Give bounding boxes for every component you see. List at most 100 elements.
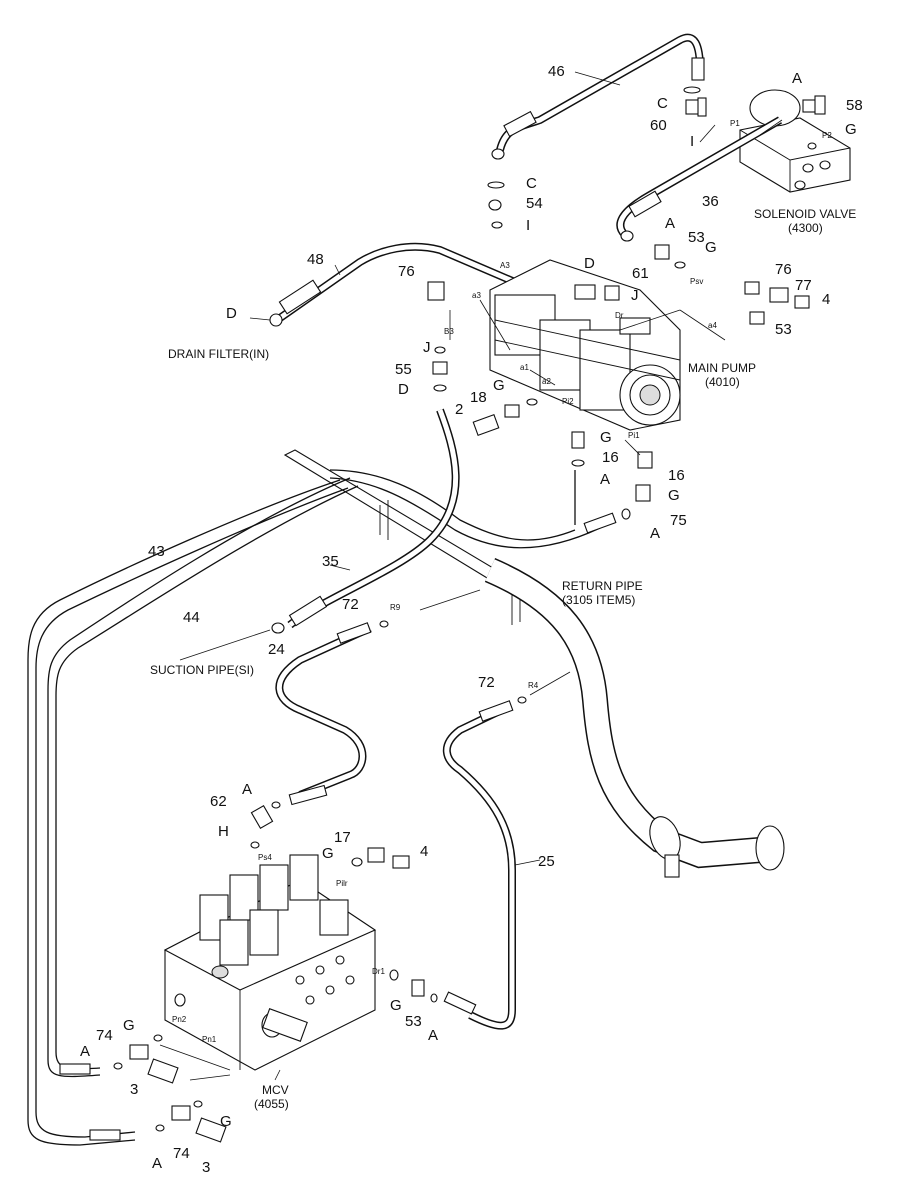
callout-18: 18 — [470, 389, 487, 406]
callout-a: A — [665, 215, 675, 232]
hose-46 — [491, 33, 705, 160]
callout-i: I — [690, 133, 694, 150]
callout-d: D — [226, 305, 237, 322]
callout-35: 35 — [322, 553, 339, 570]
callout-g: G — [390, 997, 402, 1014]
caption-main-pump-code: (4010) — [705, 375, 740, 389]
callout-60: 60 — [650, 117, 667, 134]
return-pipe — [484, 558, 785, 878]
callout-61: 61 — [632, 265, 649, 282]
callout-55: 55 — [395, 361, 412, 378]
callout-c: C — [657, 95, 668, 112]
callout-j: J — [423, 339, 431, 356]
caption-mcv: MCV — [262, 1083, 289, 1097]
component-captions: SOLENOID VALVE (4300) DRAIN FILTER(IN) M… — [150, 207, 856, 1111]
hoses-43-44 — [27, 477, 359, 1146]
callout-48: 48 — [307, 251, 324, 268]
callout-a: A — [80, 1043, 90, 1060]
hose-36 — [616, 116, 782, 242]
main-pump — [489, 259, 681, 431]
port-r4: R4 — [528, 681, 539, 690]
port-pi1: Pi1 — [628, 431, 640, 440]
caption-main-pump: MAIN PUMP — [688, 361, 756, 375]
callout-77: 77 — [795, 277, 812, 294]
callout-g: G — [668, 487, 680, 504]
callout-g: G — [600, 429, 612, 446]
port-dr1: Dr1 — [372, 967, 385, 976]
callout-h: H — [218, 823, 229, 840]
callout-g: G — [705, 239, 717, 256]
callout-76: 76 — [775, 261, 792, 278]
port-pn2: Pn2 — [172, 1015, 187, 1024]
caption-solenoid-code: (4300) — [788, 221, 823, 235]
port-p1: P1 — [730, 119, 740, 128]
callout-labels: 46 C 60 A 58 G I P1 P2 C 54 I 36 A 53 G … — [80, 63, 863, 1176]
callout-36: 36 — [702, 193, 719, 210]
caption-mcv-code: (4055) — [254, 1097, 289, 1111]
port-a2: a2 — [542, 377, 551, 386]
callout-46: 46 — [548, 63, 565, 80]
callout-2: 2 — [455, 401, 463, 418]
callout-a: A — [242, 781, 252, 798]
callout-75: 75 — [670, 512, 687, 529]
callout-72: 72 — [478, 674, 495, 691]
callout-4: 4 — [822, 291, 830, 308]
callout-3: 3 — [130, 1081, 138, 1098]
callout-62: 62 — [210, 793, 227, 810]
port-ps4: Ps4 — [258, 853, 272, 862]
port-p2: P2 — [822, 131, 832, 140]
caption-drain-filter: DRAIN FILTER(IN) — [168, 347, 269, 361]
hose-48 — [269, 242, 582, 327]
port-dr: Dr — [615, 311, 624, 320]
callout-j: J — [631, 287, 639, 304]
port-a3: A3 — [500, 261, 510, 270]
caption-suction-pipe: SUCTION PIPE(SI) — [150, 663, 254, 677]
callout-16: 16 — [668, 467, 685, 484]
hose-25 — [442, 696, 527, 1030]
callout-a: A — [152, 1155, 162, 1172]
mcv-block — [163, 854, 377, 1071]
callout-17: 17 — [334, 829, 351, 846]
port-psv: Psv — [690, 277, 703, 286]
port-a4: a4 — [708, 321, 717, 330]
port-r9: R9 — [390, 603, 401, 612]
callout-g: G — [322, 845, 334, 862]
port-a3-lower: a3 — [472, 291, 481, 300]
callout-53: 53 — [405, 1013, 422, 1030]
callout-74: 74 — [96, 1027, 113, 1044]
callout-58: 58 — [846, 97, 863, 114]
callout-a: A — [650, 525, 660, 542]
hose-35 — [271, 408, 460, 634]
caption-solenoid-valve: SOLENOID VALVE — [754, 207, 856, 221]
port-b3: B3 — [444, 327, 454, 336]
caption-return-pipe: RETURN PIPE — [562, 579, 643, 593]
caption-return-pipe-item: (3105 ITEM5) — [562, 593, 635, 607]
hose-24 — [275, 620, 389, 806]
callout-16: 16 — [602, 449, 619, 466]
callout-54: 54 — [526, 195, 543, 212]
pump-fittings — [427, 181, 810, 520]
callout-c: C — [526, 175, 537, 192]
callout-3: 3 — [202, 1159, 210, 1176]
callout-74: 74 — [173, 1145, 190, 1162]
port-pi2: Pi2 — [562, 397, 574, 406]
callout-72: 72 — [342, 596, 359, 613]
callout-g: G — [845, 121, 857, 138]
leader-lines — [159, 71, 783, 1081]
pump-hoses — [329, 469, 617, 549]
callout-76: 76 — [398, 263, 415, 280]
callout-25: 25 — [538, 853, 555, 870]
callout-44: 44 — [183, 609, 200, 626]
port-pn1: Pn1 — [202, 1035, 217, 1044]
callout-a: A — [428, 1027, 438, 1044]
callout-a: A — [600, 471, 610, 488]
callout-g: G — [220, 1113, 232, 1130]
callout-53: 53 — [775, 321, 792, 338]
callout-d: D — [398, 381, 409, 398]
solenoid-valve — [739, 89, 851, 193]
callout-4: 4 — [420, 843, 428, 860]
fitting-60 — [683, 86, 707, 117]
callout-g: G — [123, 1017, 135, 1034]
